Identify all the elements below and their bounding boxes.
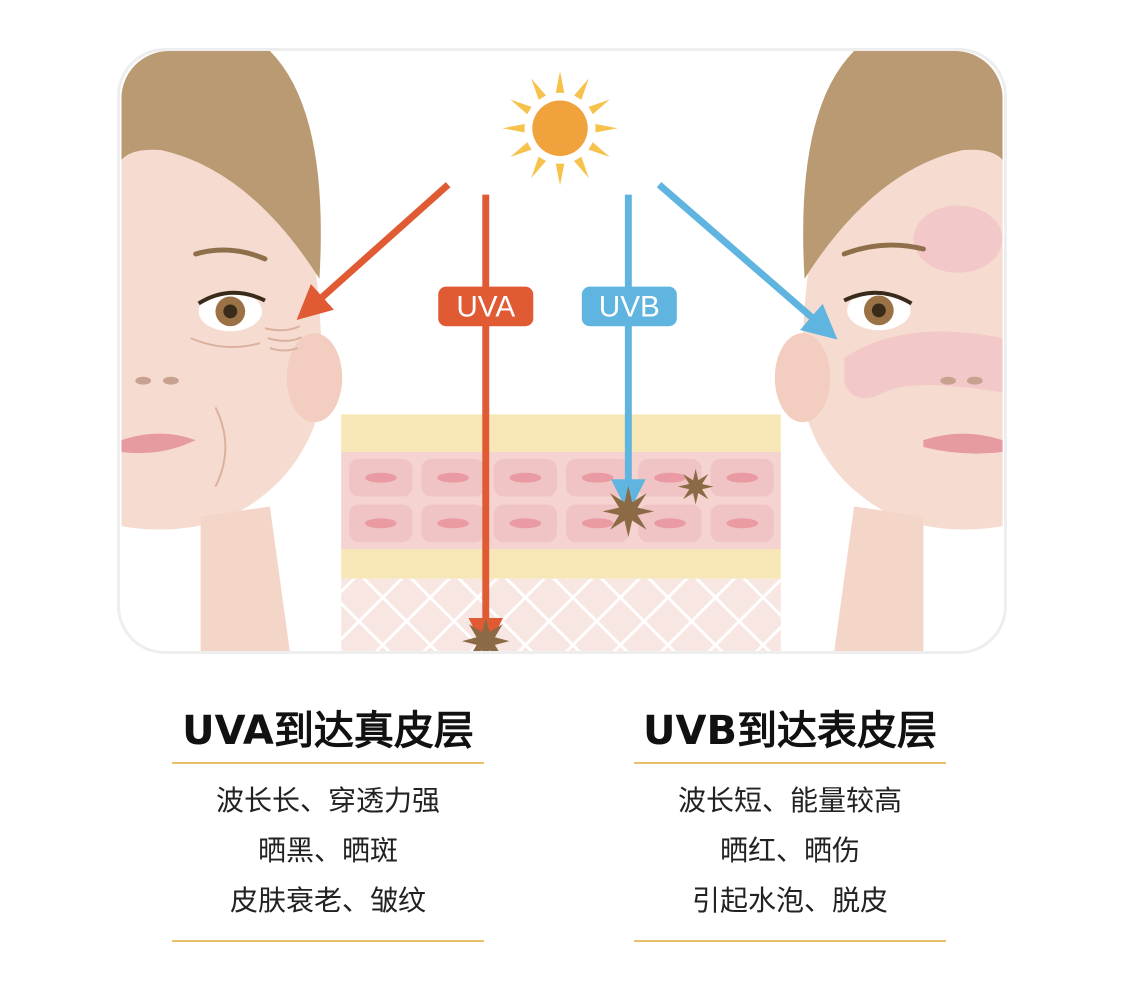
skin-cell-nucleus (726, 472, 759, 483)
skin-cross-section (341, 414, 781, 651)
uvb-effects-list: 波长短、能量较高 晒红、晒伤 引起水泡、脱皮 (634, 764, 946, 940)
uvb-effect-item: 引起水泡、脱皮 (691, 884, 888, 917)
right-lips (923, 433, 1003, 454)
uv-skin-diagram: UVA UVB (121, 51, 1003, 651)
uvb-label-box (581, 286, 677, 327)
sun-ray (531, 156, 547, 178)
skin-cell-nucleus (581, 472, 614, 483)
skin-cell-nucleus (364, 472, 397, 483)
uva-title: UVA到达真皮层 (182, 708, 474, 754)
uva-effects-list: 波长长、穿透力强 晒黑、晒斑 皮肤衰老、皱纹 (172, 764, 484, 940)
right-face-burned (774, 51, 1003, 651)
skin-cell-nucleus (509, 518, 542, 529)
sun-ray (510, 142, 532, 157)
uva-caption: UVA到达真皮层 波长长、穿透力强 晒黑、晒斑 皮肤衰老、皱纹 (172, 700, 484, 942)
skin-cell-nucleus (654, 518, 686, 529)
basal-layer (341, 549, 781, 579)
skin-cell-nucleus (726, 518, 759, 529)
left-lips (121, 433, 196, 454)
left-face-aged (121, 51, 343, 651)
dermis-layer (341, 578, 781, 651)
uva-effect-item: 皮肤衰老、皱纹 (229, 884, 426, 917)
sun-ray (574, 78, 589, 100)
epidermis-surface-layer (341, 414, 781, 452)
sun-ray (510, 99, 532, 115)
uvb-damage-star (602, 485, 655, 538)
right-ear (774, 333, 831, 423)
uv-skin-illustration: UVA UVB (117, 48, 1007, 654)
uva-effect-item: 波长长、穿透力强 (215, 784, 440, 817)
uva-bottom-divider (172, 940, 484, 942)
sun-ray (502, 123, 525, 133)
right-sunburn-forehead (913, 205, 1003, 273)
uvb-arrow-to-face (656, 182, 838, 340)
sun-ray (574, 156, 589, 178)
uvb-effect-item: 晒红、晒伤 (719, 834, 860, 867)
uvb-caption: UVB到达表皮层 波长短、能量较高 晒红、晒伤 引起水泡、脱皮 (634, 700, 946, 942)
uvb-top-divider (634, 762, 946, 764)
sun-ray (595, 123, 618, 133)
uva-effect-item: 晒黑、晒斑 (257, 834, 398, 867)
uvb-bottom-divider (634, 940, 946, 942)
skin-cell-nucleus (654, 472, 686, 483)
uvb-damage-star-small (677, 468, 714, 505)
sun-ray (555, 70, 565, 93)
uva-top-divider (172, 762, 484, 764)
sun-ray (588, 142, 610, 157)
skin-cell-nucleus (364, 518, 397, 529)
skin-cell-nucleus (509, 472, 542, 483)
skin-cell-nucleus (437, 472, 469, 483)
sun-ray (588, 99, 610, 115)
uva-damage-star (462, 617, 510, 651)
uva-rays: UVA (296, 182, 534, 651)
uvb-effect-item: 波长短、能量较高 (677, 784, 902, 817)
sun-ray (531, 78, 547, 100)
left-ear (286, 333, 343, 423)
sun-icon (502, 70, 618, 186)
uvb-label: UVB (599, 290, 660, 323)
skin-cell-nucleus (581, 518, 614, 529)
uva-label-box (438, 286, 534, 327)
right-sunburn-cheek (844, 331, 1003, 399)
skin-cell-nucleus (437, 518, 469, 529)
uvb-rays: UVB (581, 182, 838, 538)
epidermis-cell-layer (341, 451, 781, 550)
uva-arrow-to-face (296, 182, 451, 320)
uva-label: UVA (456, 290, 515, 323)
uvb-title: UVB到达表皮层 (643, 708, 937, 754)
sun-ray (555, 163, 565, 186)
